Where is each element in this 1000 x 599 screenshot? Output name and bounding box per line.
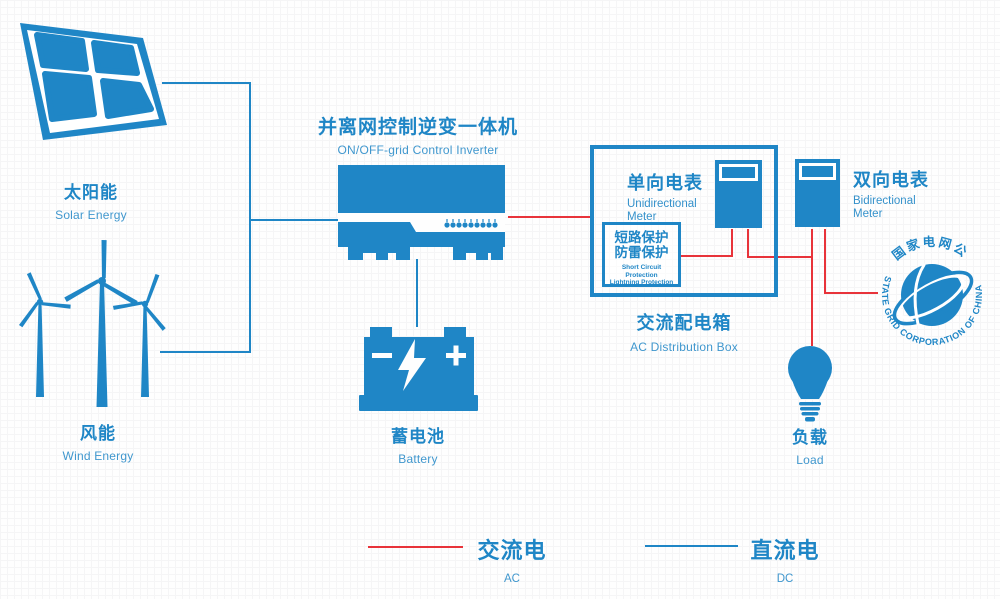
- bidirectional-meter-icon: [795, 159, 840, 227]
- load-title: 负载: [792, 428, 828, 447]
- wind-label: 风能 Wind Energy: [18, 419, 178, 463]
- solar-panel-icon: [20, 23, 167, 140]
- load-subtitle: Load: [796, 453, 824, 467]
- protection-subtitle: Short Circuit Protection Lightning Prote…: [609, 264, 674, 286]
- legend-ac-line: [368, 546, 463, 548]
- uni-meter-subtitle: Unidirectional Meter: [627, 198, 697, 223]
- battery-label: 蓄电池 Battery: [338, 422, 498, 466]
- legend-dc-title: 直流电: [750, 538, 820, 563]
- inverter-subtitle: ON/OFF-grid Control Inverter: [337, 143, 499, 157]
- ac-box-title: 交流配电箱: [636, 313, 732, 333]
- unidirectional-meter-icon: [715, 160, 762, 228]
- meter-screen: [799, 163, 836, 180]
- protection-title: 短路保护 防雷保护: [614, 230, 669, 260]
- ac-box-label: 交流配电箱 AC Distribution Box: [604, 309, 764, 354]
- solar-label: 太阳能 Solar Energy: [11, 178, 171, 222]
- legend-dc-subtitle: DC: [776, 573, 794, 585]
- uni-meter-label: 单向电表 Unidirectional Meter: [627, 169, 713, 224]
- inverter-led-ports: [444, 219, 498, 228]
- load-label: 负载 Load: [730, 423, 890, 467]
- meter-screen: [719, 164, 758, 181]
- state-grid-logo: 国家电网公司 STATE GRID CORPORATION OF CHINA: [864, 224, 983, 347]
- ac-distribution-box: [590, 145, 778, 297]
- wind-title: 风能: [80, 424, 116, 443]
- inverter-label: 并离网控制逆变一体机 ON/OFF-grid Control Inverter: [268, 112, 568, 157]
- wind-turbines-icon: [18, 240, 166, 407]
- inverter-icon: [338, 165, 505, 260]
- solar-subtitle: Solar Energy: [55, 208, 127, 222]
- legend-ac-subtitle: AC: [504, 573, 520, 585]
- inverter-feet: [348, 247, 503, 260]
- lightning-bolt-icon: [398, 339, 426, 391]
- minus-symbol: [372, 353, 392, 358]
- protection-box: 短路保护 防雷保护 Short Circuit Protection Light…: [602, 222, 681, 287]
- solar-title: 太阳能: [64, 183, 118, 202]
- ac-box-subtitle: AC Distribution Box: [630, 340, 738, 354]
- inverter-title: 并离网控制逆变一体机: [317, 117, 518, 138]
- legend-dc-line: [645, 545, 738, 547]
- battery-icon: [359, 327, 478, 411]
- load-bulb-icon: [788, 346, 832, 422]
- bi-meter-label: 双向电表 Bidirectional Meter: [853, 166, 943, 221]
- dc-lines: [160, 82, 418, 353]
- wind-subtitle: Wind Energy: [62, 449, 134, 463]
- bi-meter-title: 双向电表: [853, 170, 929, 190]
- uni-meter-title: 单向电表: [627, 173, 703, 193]
- battery-subtitle: Battery: [398, 452, 438, 466]
- bi-meter-subtitle: Bidirectional Meter: [853, 195, 916, 220]
- legend-dc: 直流电 DC: [735, 533, 835, 585]
- ac-lines: [508, 216, 878, 346]
- battery-title: 蓄电池: [391, 427, 445, 446]
- legend-ac: 交流电 AC: [462, 533, 562, 585]
- legend-ac-title: 交流电: [477, 538, 547, 563]
